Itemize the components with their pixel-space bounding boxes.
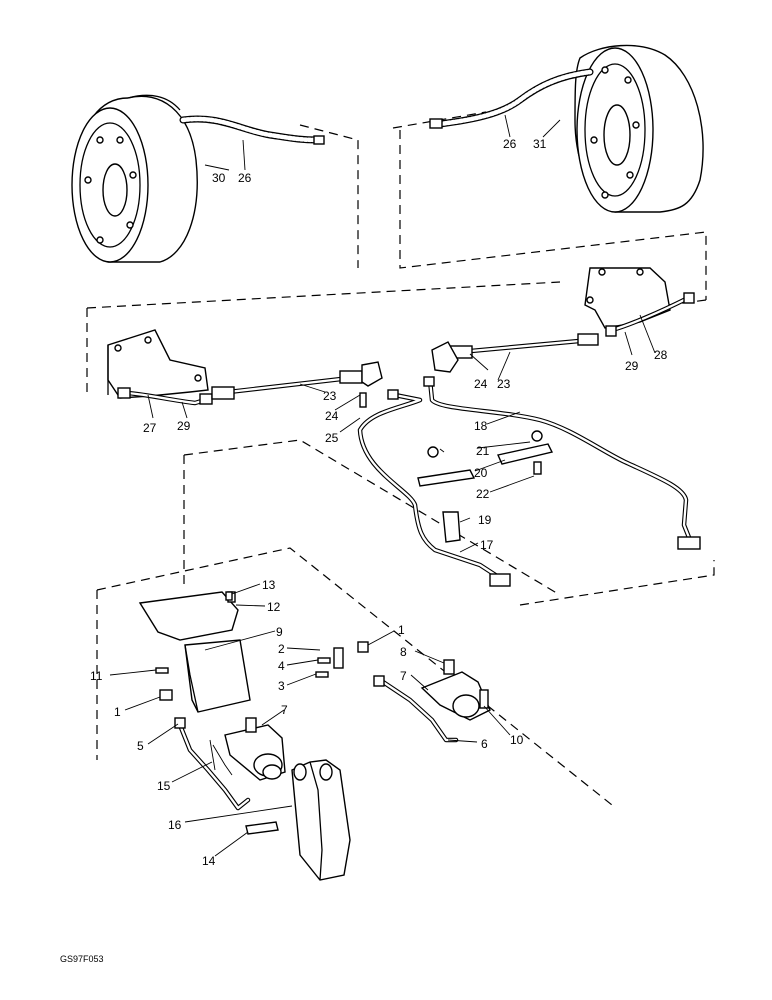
callout-25: 25	[325, 431, 339, 445]
callout-7-left: 7	[281, 703, 288, 717]
callout-3: 3	[278, 679, 285, 693]
pedal-support-bracket	[245, 759, 351, 881]
left-wheel-cylinder-bracket	[107, 329, 209, 399]
callout-26-left: 26	[238, 171, 252, 185]
callout-21: 21	[476, 444, 490, 458]
callout-7-right: 7	[400, 669, 407, 683]
callout-30: 30	[212, 171, 226, 185]
callout-11: 11	[90, 669, 103, 683]
right-brake-hose	[429, 68, 594, 129]
drawing-code: GS97F053	[60, 954, 104, 964]
callout-10: 10	[510, 733, 524, 747]
callout-22: 22	[476, 487, 490, 501]
callout-31: 31	[533, 137, 547, 151]
left-bridge-pipe	[117, 387, 213, 406]
left-brake-hose	[179, 115, 325, 145]
callout-15: 15	[157, 779, 171, 793]
callout-29-left: 29	[177, 419, 191, 433]
callout-17: 17	[480, 538, 494, 552]
left-flexible-pipe	[211, 361, 383, 408]
group-outlines	[86, 111, 715, 806]
master-cylinder-bracket	[138, 591, 251, 713]
callout-5: 5	[137, 739, 144, 753]
callout-1-left: 1	[114, 705, 121, 719]
callout-6: 6	[481, 737, 488, 751]
callout-8: 8	[400, 645, 407, 659]
right-master-cylinder	[420, 659, 491, 721]
callout-16: 16	[168, 818, 182, 832]
callout-24-left: 24	[325, 409, 339, 423]
leader-lines	[109, 114, 656, 857]
pipe-clips	[417, 430, 554, 543]
callout-26-right: 26	[503, 137, 517, 151]
callout-2: 2	[278, 642, 285, 656]
callout-24-right: 24	[474, 377, 488, 391]
callout-20: 20	[474, 466, 488, 480]
callout-9: 9	[276, 625, 283, 639]
right-flexible-pipe	[431, 333, 599, 373]
callout-12: 12	[267, 600, 281, 614]
callout-14: 14	[202, 854, 216, 868]
callout-27: 27	[143, 421, 157, 435]
right-wheel-cylinder-bracket	[584, 267, 671, 329]
callout-18: 18	[474, 419, 488, 433]
callout-23-left: 23	[323, 389, 337, 403]
left-master-cylinder	[224, 717, 286, 781]
main-brake-pipe	[357, 376, 701, 587]
callout-4: 4	[278, 659, 285, 673]
callout-19: 19	[478, 513, 492, 527]
callout-29-right: 29	[625, 359, 639, 373]
callout-13: 13	[262, 578, 276, 592]
left-brake-drum	[71, 94, 198, 263]
callout-1-right: 1	[398, 623, 405, 637]
callout-23-right: 23	[497, 377, 511, 391]
callout-28: 28	[654, 348, 668, 362]
right-bridge-pipe	[605, 292, 695, 337]
callout-labels: 30 26 26 31 27 29 23 24 25 24 23 29 28 1…	[60, 137, 668, 964]
right-brake-drum	[574, 44, 704, 213]
